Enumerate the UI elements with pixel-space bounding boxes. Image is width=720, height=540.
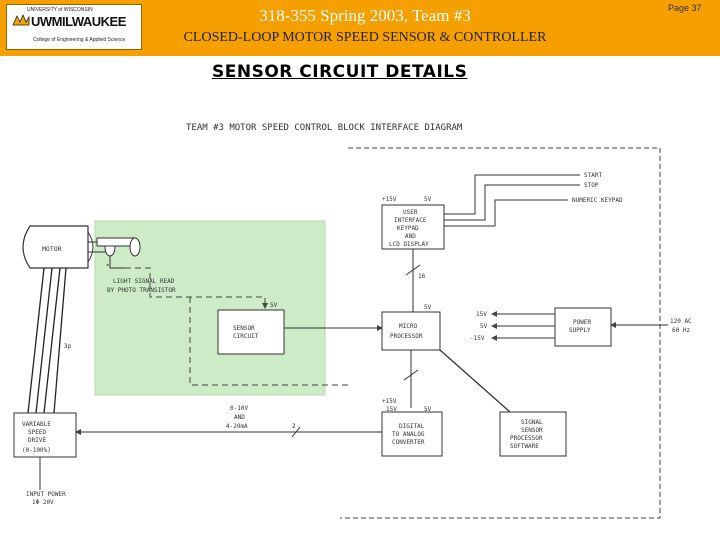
sensor-return-route	[189, 297, 348, 386]
header-subtitle: CLOSED-LOOP MOTOR SPEED SENSOR & CONTROL…	[183, 30, 547, 45]
numeric-keypad-label: NUMERIC KEYPAD	[572, 197, 623, 204]
ps-15v-label: 15V	[476, 311, 487, 318]
dac-15v-label: 15V	[386, 406, 397, 413]
diagram-title: TEAM #3 MOTOR SPEED CONTROL BLOCK INTERF…	[186, 123, 463, 133]
ui-label-line-5: LCD DISPLAY	[389, 241, 429, 248]
dac-label-line-3: CONVERTER	[392, 439, 425, 446]
micro-to-signal-line	[439, 349, 511, 413]
sensor-highlight-region	[94, 220, 326, 396]
photo-transistor-assembly: *	[88, 237, 141, 270]
signal-label-line-3: PROCESSOR	[510, 435, 543, 442]
university-logo: UNIVERSITY of WISCONSIN UWMILWAUKEE Coll…	[6, 4, 142, 50]
motor-label: MOTOR	[42, 245, 62, 253]
logo-college-text: College of Engineering & Applied Science	[33, 37, 126, 43]
ui-label-line-1: USER	[403, 209, 418, 216]
svg-text:*: *	[106, 263, 110, 270]
ac-label-line-1: 120 AC	[670, 318, 692, 325]
drive-label-line-2: SPEED	[28, 429, 46, 436]
photo-label-line-1: LIGHT SIGNAL READ	[113, 278, 175, 285]
drive-label-line-1: VARIABLE	[22, 421, 51, 428]
keypad-line	[444, 199, 568, 227]
logo-name-text: UWMILWAUKEE	[31, 14, 126, 29]
dac-label-line-2: TO ANALOG	[392, 431, 425, 438]
stop-line	[444, 184, 580, 221]
dac-5v-label: 5V	[424, 406, 432, 413]
photo-label-line-2: BY PHOTO TRANSISTOR	[107, 287, 176, 294]
signal-processor-software-block	[499, 411, 567, 457]
power-label-line-2: SUPPLY	[569, 327, 591, 334]
dac-label-line-1: DIGITAL	[399, 423, 425, 430]
start-line	[444, 174, 580, 215]
sensor-5v-label: 5V	[270, 302, 278, 309]
flame-emblem-icon	[12, 13, 30, 26]
ui-label-line-4: AND	[405, 233, 416, 240]
ac-label-line-2: 60 Hz	[672, 327, 690, 334]
analog-range-line-1: 0-10V	[230, 405, 248, 412]
bus-16-slash	[405, 264, 421, 276]
motor-leads	[27, 267, 67, 414]
start-label: START	[584, 172, 602, 179]
power-supply-block	[554, 307, 612, 347]
photo-signal-route	[125, 267, 268, 309]
variable-speed-drive-block	[13, 412, 77, 458]
signal-label-line-1: SIGNAL	[521, 419, 543, 426]
page-number: Page 37	[668, 3, 702, 13]
drive-label-line-4: (0-100%)	[22, 447, 51, 454]
micro-label-line-2: PROCESSOR	[390, 333, 423, 340]
lead-3p-label: 3p	[64, 343, 72, 350]
ui-label-line-2: INTERFACE	[394, 217, 427, 224]
micro-label-line-1: MICRO	[399, 323, 417, 330]
analog-2-label: 2	[292, 423, 296, 430]
analog-range-line-3: 4-20mA	[226, 423, 248, 430]
dac-block	[381, 411, 443, 457]
microprocessor-block	[381, 311, 441, 351]
signal-label-line-2: SENSOR	[521, 427, 543, 434]
input-power-label-line-2: 1Φ 20V	[32, 499, 54, 506]
sensor-label-line-1: SENSOR	[233, 325, 255, 332]
ps-5v-label: 5V	[480, 323, 488, 330]
input-power-label-line-1: INPUT POWER	[26, 491, 66, 498]
controller-boundary	[340, 147, 661, 519]
stop-label: STOP	[584, 182, 599, 189]
header-title: 318-355 Spring 2003, Team #3	[259, 6, 471, 25]
sensor-circuit-block	[217, 309, 285, 355]
bus-16-label: 16	[418, 273, 426, 280]
micro-dac-slash	[403, 369, 419, 381]
signal-label-line-4: SOFTWARE	[510, 443, 539, 450]
power-label-line-1: POWER	[573, 319, 591, 326]
header-bar: UNIVERSITY of WISCONSIN UWMILWAUKEE Coll…	[0, 0, 720, 56]
drive-label-line-3: DRIVE	[28, 437, 46, 444]
slide-title: SENSOR CIRCUIT DETAILS	[212, 62, 468, 82]
ui-5v-label: 5V	[424, 196, 432, 203]
dac-p15v-label: +15V	[382, 398, 397, 405]
ui-label-line-3: KEYPAD	[397, 225, 419, 232]
ps-m15v-label: -15V	[470, 335, 485, 342]
ui-p15v-label: +15V	[382, 196, 397, 203]
motor-block: MOTOR	[22, 225, 94, 269]
analog-range-line-2: AND	[234, 414, 245, 421]
micro-5v-label: 5V	[424, 304, 432, 311]
analog-bus-slash	[291, 426, 301, 438]
sensor-label-line-2: CIRCUIT	[233, 333, 259, 340]
user-interface-block	[381, 204, 445, 250]
logo-university-text: UNIVERSITY of WISCONSIN	[27, 7, 93, 13]
